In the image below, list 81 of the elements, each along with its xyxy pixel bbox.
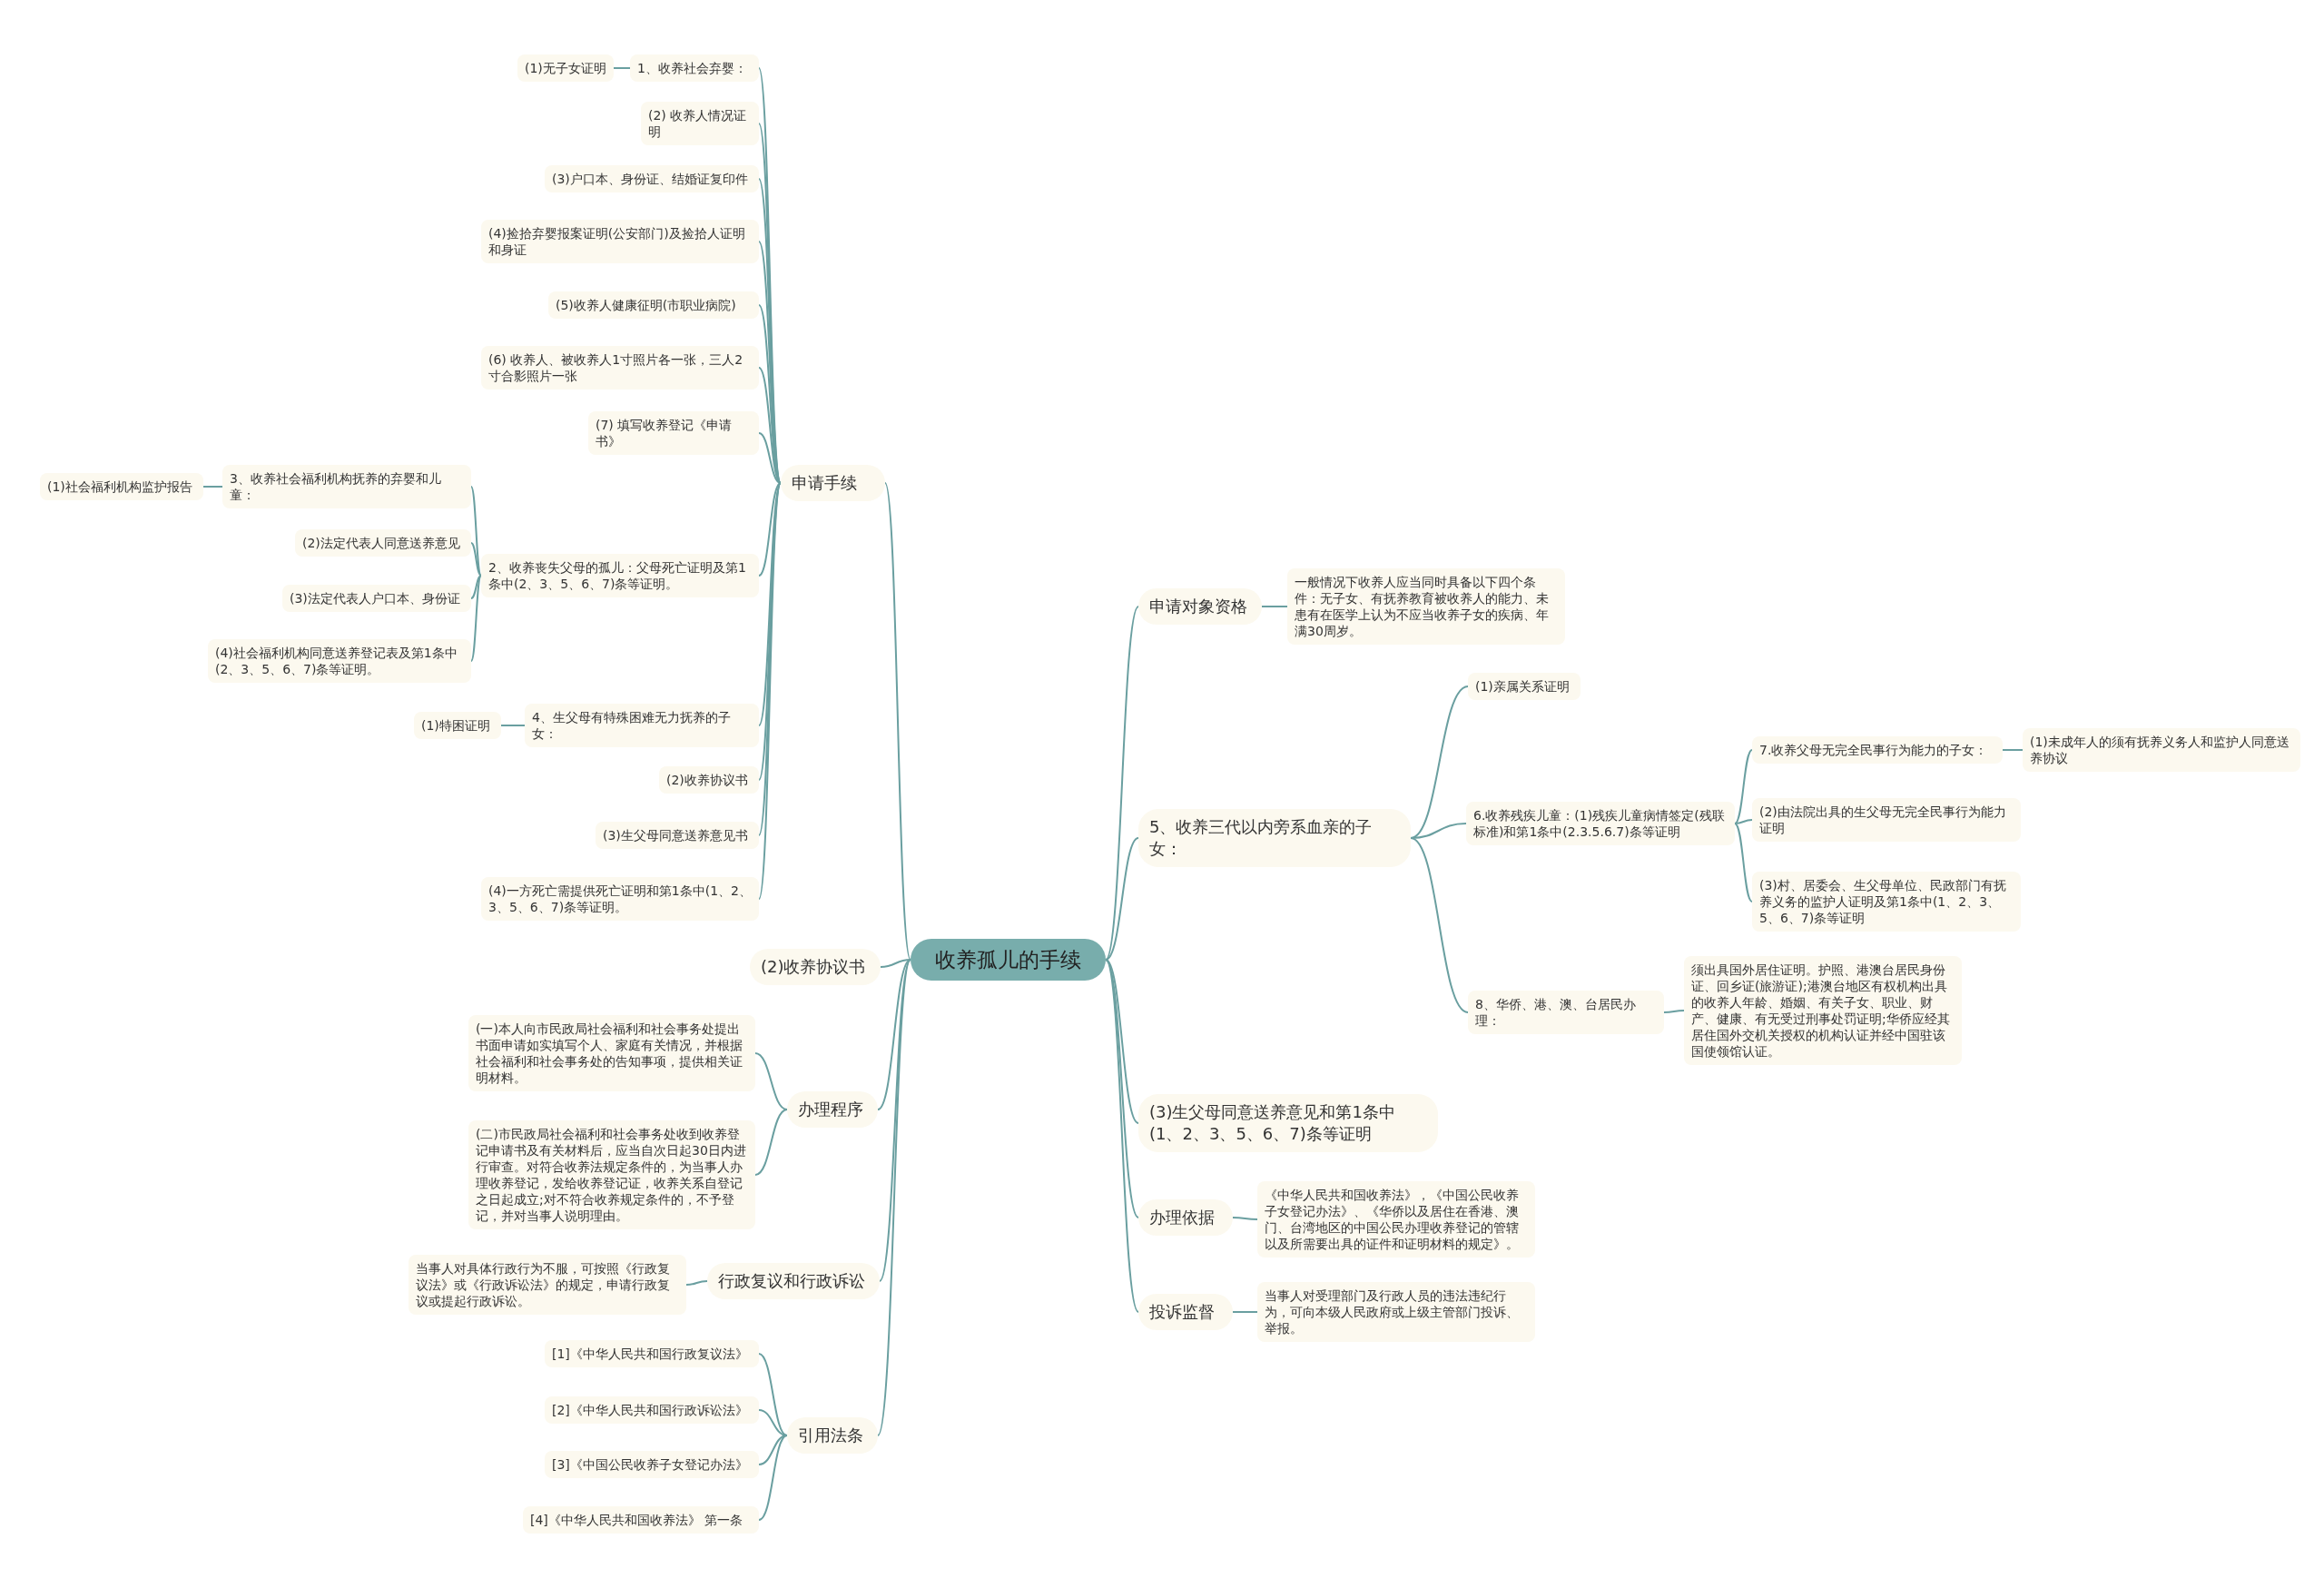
subtopic: (6) 收养人、被收养人1寸照片各一张，三人2寸合影照片一张 <box>481 346 759 390</box>
connector-line <box>1105 606 1139 961</box>
branch-topic: 办理依据 <box>1138 1199 1233 1236</box>
connector-line <box>754 1052 788 1110</box>
subtopic: (二)市民政局社会福利和社会事务处收到收养登记申请书及有关材料后，应当自次日起30日内进行审查。对符合收养法规定条件的，为当事人办理收养登记，发给收养登记证，收养关系自登记之日起成立;对不符合收养规定条件的，不予登记，并对当事人说明理由。 <box>468 1120 755 1229</box>
branch-topic: 5、收养三代以内旁系血亲的子女： <box>1138 809 1411 867</box>
subtopic: 3、收养社会福利机构抚养的弃婴和儿童： <box>222 465 471 508</box>
branch-topic: 申请手续 <box>781 465 885 501</box>
subtopic: (1)亲属关系证明 <box>1468 673 1581 700</box>
subtopic: 8、华侨、港、澳、台居民办理： <box>1468 991 1664 1034</box>
subtopic: 2、收养丧失父母的孤儿：父母死亡证明及第1条中(2、3、5、6、7)条等证明。 <box>481 554 759 597</box>
subtopic: [1]《中华人民共和国行政复议法》 <box>545 1340 759 1367</box>
central-topic: 收养孤儿的手续 <box>911 939 1106 981</box>
subtopic: (1)社会福利机构监护报告 <box>40 473 203 500</box>
subtopic: 1、收养社会弃婴： <box>630 54 759 82</box>
connector-line <box>880 959 911 968</box>
connector-line <box>758 482 782 577</box>
connector-line <box>758 1353 788 1436</box>
subtopic: (3)生父母同意送养意见书 <box>596 822 759 849</box>
subtopic: (1)未成年人的须有抚养义务人和监护人同意送养协议 <box>2023 728 2300 772</box>
connector-line <box>1663 1010 1685 1013</box>
subtopic: (7) 填写收养登记《申请书》 <box>588 411 759 455</box>
connector-line <box>1105 959 1139 1313</box>
branch-topic: (3)生父母同意送养意见和第1条中(1、2、3、5、6、7)条等证明 <box>1138 1094 1438 1152</box>
connector-line <box>470 542 482 577</box>
connector-line <box>470 575 482 599</box>
subtopic: (5)收养人健康征明(市职业病院) <box>548 291 759 319</box>
subtopic: (2)法定代表人同意送养意见 <box>295 529 471 557</box>
connector-line <box>470 486 482 577</box>
branch-topic: (2)收养协议书 <box>750 949 881 985</box>
subtopic: [3]《中国公民收养子女登记办法》 <box>545 1451 759 1478</box>
subtopic: 《中华人民共和国收养法》，《中国公民收养子女登记办法》、《华侨以及居住在香港、澳门、台湾地区的中国公民办理收养登记的管辖以及所需要出具的证件和证明材料的规定》。 <box>1257 1181 1535 1258</box>
branch-topic: 申请对象资格 <box>1138 588 1262 625</box>
connector-line <box>758 432 782 484</box>
connector-line <box>877 959 911 1436</box>
connector-line <box>879 959 911 1282</box>
connector-line <box>754 1109 788 1176</box>
connector-line <box>884 482 911 961</box>
subtopic: [4]《中华人民共和国收养法》 第一条 <box>523 1506 759 1534</box>
connector-line <box>500 725 526 726</box>
subtopic: (4)社会福利机构同意送养登记表及第1条中(2、3、5、6、7)条等证明。 <box>208 639 471 683</box>
subtopic: (2)收养协议书 <box>659 766 759 794</box>
subtopic: (3)村、居委会、生父母单位、民政部门有抚养义务的监护人证明及第1条中(1、2、3、5、6、7)条等证明 <box>1752 872 2021 932</box>
connector-line <box>2002 749 2024 751</box>
subtopic: (2) 收养人情况证明 <box>641 102 759 145</box>
connector-line <box>1232 1217 1258 1220</box>
subtopic: 7.收养父母无完全民事行为能力的子女： <box>1752 736 2003 764</box>
connector-line <box>613 67 631 69</box>
connector-line <box>202 486 223 488</box>
connector-line <box>1105 837 1139 961</box>
subtopic: 4、生父母有特殊困难无力抚养的子女： <box>525 704 759 747</box>
branch-topic: 办理程序 <box>787 1091 878 1128</box>
subtopic: 须出具国外居住证明。护照、港澳台居民身份证、回乡证(旅游证);港澳台地区有权机构出具的收养人年龄、婚姻、有关子女、职业、财产、健康、有无受过刑事处罚证明;华侨应经其居住国外交机关授权的机构认证并经中国驻该国使领馆认证。 <box>1684 956 1962 1065</box>
subtopic: 当事人对具体行政行为不服，可按照《行政复议法》或《行政诉讼法》的规定，申请行政复议或提起行政诉讼。 <box>409 1255 686 1315</box>
branch-topic: 行政复议和行政诉讼 <box>707 1263 880 1299</box>
connector-line <box>1734 823 1753 902</box>
subtopic: [2]《中华人民共和国行政诉讼法》 <box>545 1396 759 1424</box>
subtopic: (3)法定代表人户口本、身份证 <box>282 585 471 612</box>
connector-line <box>758 1435 788 1521</box>
subtopic: 当事人对受理部门及行政人员的违法违纪行为，可向本级人民政府或上级主管部门投诉、举报。 <box>1257 1282 1535 1342</box>
branch-topic: 投诉监督 <box>1138 1294 1233 1330</box>
subtopic: (一)本人向市民政局社会福利和社会事务处提出书面申请如实填写个人、家庭有关情况，并根据社会福利和社会事务处的告知事项，提供相关证明材料。 <box>468 1015 755 1091</box>
connector-line <box>1734 819 1753 824</box>
subtopic: 一般情况下收养人应当同时具备以下四个条件：无子女、有抚养教育被收养人的能力、未患有在医学上认为不应当收养子女的疾病、年满30周岁。 <box>1287 568 1565 645</box>
connector-line <box>685 1280 708 1286</box>
branch-topic: 引用法条 <box>787 1417 878 1454</box>
connector-line <box>1261 606 1288 607</box>
subtopic: 6.收养残疾儿童：(1)残疾儿童病情签定(残联标准)和第1条中(2.3.5.6.7)条等证明 <box>1466 802 1735 845</box>
connector-line <box>1232 1311 1258 1313</box>
connector-line <box>1410 837 1469 1013</box>
connector-line <box>1734 749 1753 824</box>
subtopic: (4)捡拾弃婴报案证明(公安部门)及捡拾人证明和身证 <box>481 220 759 263</box>
connector-line <box>1105 959 1139 1124</box>
subtopic: (2)由法院出具的生父母无完全民事行为能力证明 <box>1752 798 2021 842</box>
connector-line <box>470 575 482 662</box>
connector-line <box>758 1435 788 1465</box>
connector-line <box>877 959 911 1110</box>
subtopic: (1)特困证明 <box>414 712 501 739</box>
subtopic: (1)无子女证明 <box>517 54 614 82</box>
subtopic: (4)一方死亡需提供死亡证明和第1条中(1、2、3、5、6、7)条等证明。 <box>481 877 759 921</box>
subtopic: (3)户口本、身份证、结婚证复印件 <box>545 165 759 192</box>
